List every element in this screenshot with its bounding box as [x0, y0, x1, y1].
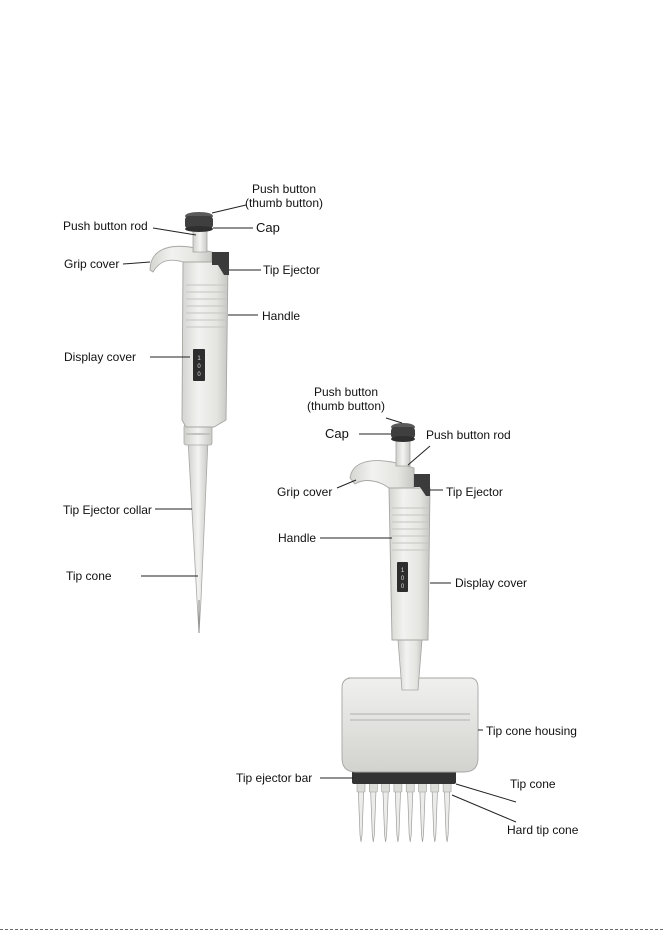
label-push-button-rod-single: Push button rod — [63, 219, 148, 233]
label-push-button-single: Push button (thumb button) — [238, 182, 330, 210]
label-cap-multi: Cap — [325, 427, 349, 441]
label-tip-cone-housing: Tip cone housing — [486, 724, 577, 738]
tip-cone — [188, 440, 208, 633]
label-grip-cover-multi: Grip cover — [277, 485, 332, 499]
label-handle-single: Handle — [262, 309, 300, 323]
label-display-cover-single: Display cover — [64, 350, 136, 364]
tip-cones — [357, 780, 451, 842]
push-button-rod — [396, 440, 410, 466]
handle — [389, 488, 430, 640]
label-grip-cover-single: Grip cover — [64, 257, 119, 271]
page-bottom-rule — [0, 929, 663, 930]
label-tip-cone-multi: Tip cone — [510, 777, 556, 791]
label-tip-ejector-multi: Tip Ejector — [446, 485, 503, 499]
label-cap-single: Cap — [256, 221, 280, 235]
label-tip-ejector-single: Tip Ejector — [263, 263, 320, 277]
label-tip-ejector-bar: Tip ejector bar — [236, 771, 312, 785]
label-push-button-multi: Push button (thumb button) — [300, 385, 392, 413]
label-push-button-rod-multi: Push button rod — [426, 428, 511, 442]
tip-cone-housing — [342, 678, 478, 772]
handle — [182, 262, 228, 427]
label-hard-tip-cone: Hard tip cone — [507, 823, 578, 837]
label-handle-multi: Handle — [278, 531, 316, 545]
label-tip-cone-single: Tip cone — [66, 569, 112, 583]
label-display-cover-multi: Display cover — [455, 576, 527, 590]
label-tip-ejector-collar: Tip Ejector collar — [63, 503, 152, 517]
single-channel-pipette: 1 0 0 — [150, 212, 229, 633]
